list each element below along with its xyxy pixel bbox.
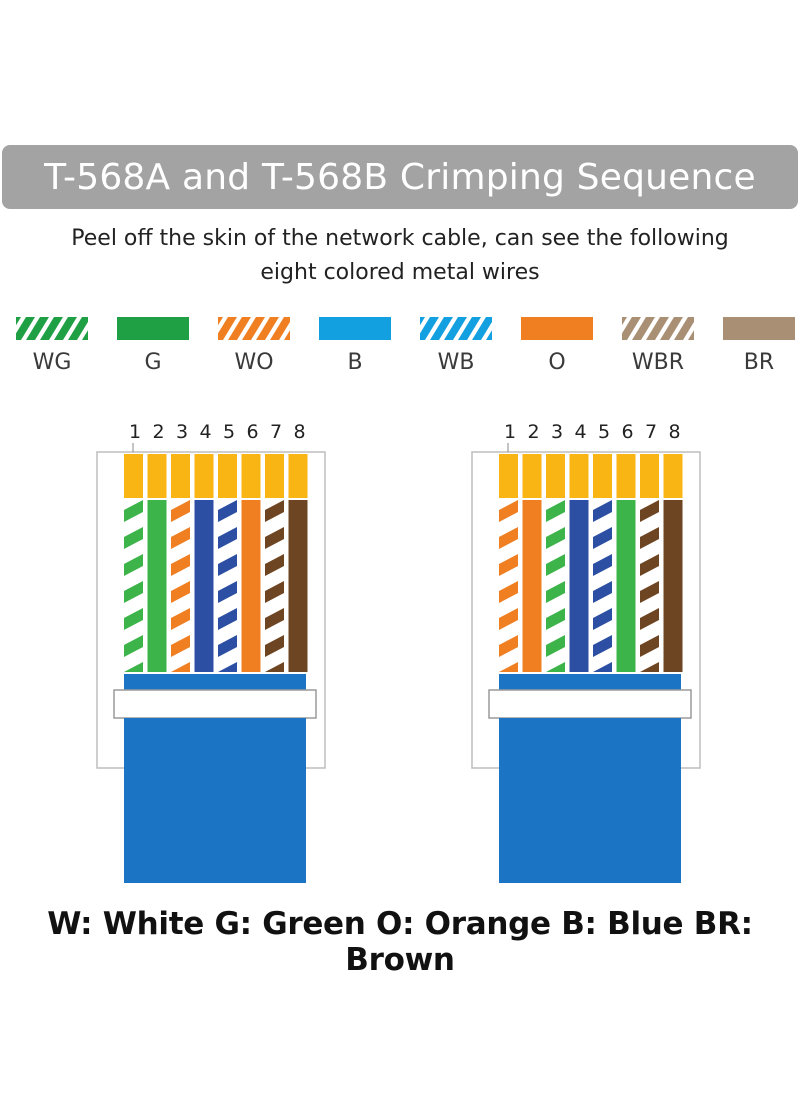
pin-number-t568b-2: 2 bbox=[527, 421, 539, 443]
jacket-top-t568a bbox=[124, 674, 306, 692]
contact-t568a-3 bbox=[171, 454, 190, 498]
contact-t568b-4 bbox=[569, 454, 589, 498]
contact-t568b-5 bbox=[593, 454, 612, 498]
legend-swatch-wbr bbox=[622, 317, 694, 340]
wire-t568b-8 bbox=[663, 500, 683, 672]
legend-label-br: BR bbox=[743, 350, 775, 375]
boot-band-t568b bbox=[488, 689, 692, 719]
legend-swatch-br bbox=[723, 317, 795, 340]
wire-t568a-8 bbox=[288, 500, 308, 672]
pin-number-t568a-5: 5 bbox=[223, 421, 235, 443]
pin-number-t568b-3: 3 bbox=[551, 421, 563, 443]
legend-item-br: BR bbox=[719, 314, 799, 384]
wire-t568a-4 bbox=[194, 500, 214, 672]
pin-number-t568a-2: 2 bbox=[152, 421, 164, 443]
pin-number-t568a-1: 1 bbox=[129, 421, 141, 443]
pin-number-t568a-3: 3 bbox=[176, 421, 188, 443]
legend-item-b: B bbox=[315, 314, 395, 384]
title-banner: T-568A and T-568B Crimping Sequence bbox=[2, 145, 798, 209]
legend-label-b: B bbox=[347, 350, 363, 375]
legend-swatch-wb bbox=[420, 317, 492, 340]
contact-t568a-7 bbox=[265, 454, 284, 498]
legend-label-wbr: WBR bbox=[631, 350, 685, 375]
contact-t568b-6 bbox=[616, 454, 636, 498]
pin-number-t568a-6: 6 bbox=[246, 421, 258, 443]
page-title: T-568A and T-568B Crimping Sequence bbox=[44, 156, 756, 198]
legend-item-wbr: WBR bbox=[618, 314, 698, 384]
contact-t568b-7 bbox=[640, 454, 659, 498]
legend-label-wb: WB bbox=[437, 350, 475, 375]
contact-t568a-4 bbox=[194, 454, 214, 498]
contact-t568b-3 bbox=[546, 454, 565, 498]
jacket-top-t568b bbox=[499, 674, 681, 692]
legend-item-g: G bbox=[113, 314, 193, 384]
legend-item-wb: WB bbox=[416, 314, 496, 384]
contact-t568a-6 bbox=[241, 454, 261, 498]
contact-t568a-2 bbox=[147, 454, 167, 498]
subtitle-line-2: eight colored metal wires bbox=[260, 260, 540, 285]
pin-number-t568b-4: 4 bbox=[574, 421, 586, 443]
contact-t568b-1 bbox=[499, 454, 518, 498]
legend-swatch-b bbox=[319, 317, 391, 340]
wire-t568a-2 bbox=[147, 500, 167, 672]
wire-t568a-6 bbox=[241, 500, 261, 672]
legend-swatch-g bbox=[117, 317, 189, 340]
subtitle-line-1: Peel off the skin of the network cable, … bbox=[71, 226, 729, 251]
wire-t568b-6 bbox=[616, 500, 636, 672]
legend-label-wo: WO bbox=[234, 350, 274, 375]
legend-label-g: G bbox=[144, 350, 162, 375]
legend-swatch-wg bbox=[16, 317, 88, 340]
contact-t568a-8 bbox=[288, 454, 308, 498]
contact-t568a-1 bbox=[124, 454, 143, 498]
pin-number-t568b-5: 5 bbox=[598, 421, 610, 443]
color-key-footer: W: White G: Green O: Orange B: Blue BR: … bbox=[47, 906, 753, 978]
color-legend: WG G WO B WB O WBR BR bbox=[12, 314, 795, 384]
contact-t568b-8 bbox=[663, 454, 683, 498]
legend-item-wg: WG bbox=[12, 314, 92, 384]
pin-number-t568a-4: 4 bbox=[199, 421, 211, 443]
legend-swatch-o bbox=[521, 317, 593, 340]
legend-swatch-wo bbox=[218, 317, 290, 340]
legend-item-wo: WO bbox=[214, 314, 294, 384]
pin-number-t568b-8: 8 bbox=[668, 421, 680, 443]
pin-number-t568a-7: 7 bbox=[270, 421, 282, 443]
jacket-t568a bbox=[124, 718, 306, 883]
wire-t568b-2 bbox=[522, 500, 542, 672]
contact-t568a-5 bbox=[218, 454, 237, 498]
legend-item-o: O bbox=[517, 314, 597, 384]
pin-number-t568a-8: 8 bbox=[293, 421, 305, 443]
boot-band-t568a bbox=[113, 689, 317, 719]
jacket-t568b bbox=[499, 718, 681, 883]
subtitle: Peel off the skin of the network cable, … bbox=[30, 222, 770, 290]
pin-number-t568b-7: 7 bbox=[645, 421, 657, 443]
contact-t568b-2 bbox=[522, 454, 542, 498]
legend-label-o: O bbox=[548, 350, 566, 375]
pin-number-t568b-1: 1 bbox=[504, 421, 516, 443]
legend-label-wg: WG bbox=[32, 350, 72, 375]
pin-number-t568b-6: 6 bbox=[621, 421, 633, 443]
wire-t568b-4 bbox=[569, 500, 589, 672]
